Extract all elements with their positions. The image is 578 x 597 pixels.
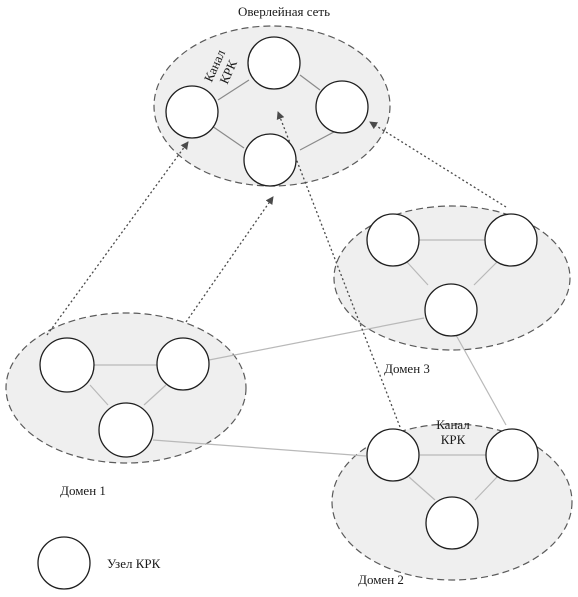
domain-node (366, 428, 420, 482)
domain-node (366, 213, 420, 267)
overlay-node (165, 85, 219, 139)
inter-domain-links (152, 317, 507, 457)
svg-text:КРК: КРК (441, 432, 466, 447)
overlay-title: Оверлейная сеть (238, 4, 330, 19)
domain-node (424, 283, 478, 337)
overlay-nodes (165, 36, 369, 187)
domain-2-nodes (366, 428, 539, 550)
domain-3-label: Домен 3 (384, 361, 430, 376)
domain-node (485, 428, 539, 482)
domain-2-channel-label: Канал КРК (436, 417, 470, 447)
domain-node (156, 337, 210, 391)
overlay-node (247, 36, 301, 90)
mapping-arrows (46, 111, 507, 428)
domain-2-label: Домен 2 (358, 572, 404, 587)
domain-links (89, 239, 498, 501)
domain-3-nodes (366, 213, 538, 337)
domain-node (39, 337, 95, 393)
domain-1-nodes (39, 337, 210, 458)
svg-text:Канал: Канал (436, 417, 470, 432)
domain-node (98, 402, 154, 458)
overlay-node (243, 133, 297, 187)
legend-node-icon (37, 536, 91, 590)
legend-node-label: Узел КРК (107, 556, 161, 571)
overlay-node (315, 80, 369, 134)
domain-1-label: Домен 1 (60, 483, 106, 498)
domain-node (484, 213, 538, 267)
domain-node (425, 496, 479, 550)
